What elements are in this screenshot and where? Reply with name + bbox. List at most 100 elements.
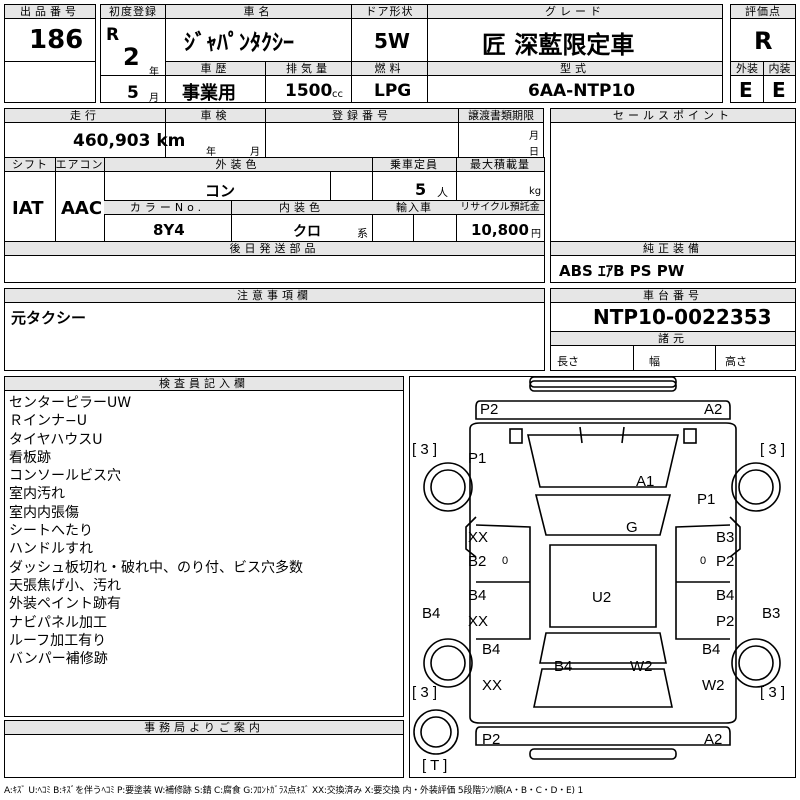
inspector-notes-label: 検査員記入欄	[5, 377, 403, 391]
ac: AAC	[61, 198, 103, 219]
inspector-note: センターピラーUW	[9, 395, 132, 411]
tread-front-left: [ 3 ]	[412, 441, 438, 458]
legend: A:ｷｽﾞ U:ﾍｺﾐ B:ｷｽﾞを伴うﾍｺﾐ P:要塗装 W:補修跡 S:錆 …	[4, 786, 583, 796]
later-parts-cell: 後日発送部品	[4, 241, 545, 283]
later-parts-label: 後日発送部品	[5, 242, 544, 256]
mark-b3-right-1: B3	[716, 529, 735, 546]
inspector-note: ダッシュ板切れ・破れ中、のり付、ビス穴多数	[9, 559, 303, 576]
inspector-note: 看板跡	[9, 449, 51, 466]
mark-zero-2: 0	[700, 555, 707, 567]
inspector-note: 天張焦げ小、汚れ	[9, 577, 121, 594]
inspection-cell: 車検 年 月	[165, 108, 266, 158]
recycle-label: リサイクル預託金	[456, 201, 544, 215]
mark-a1: A1	[636, 473, 655, 490]
history: 事業用	[182, 83, 236, 104]
mark-b4-left-1: B4	[468, 587, 487, 604]
door-type: 5W	[374, 29, 410, 53]
inspector-note: 室内汚れ	[9, 486, 65, 503]
mark-p1-left: P1	[468, 450, 487, 467]
inspector-note: タイヤハウスU	[9, 431, 103, 448]
max-load-label: 最大積載量	[456, 158, 544, 172]
office-notice-cell: 事務局よりご案内	[4, 720, 404, 778]
recycle-unit: 円	[531, 229, 541, 240]
year-unit: 年	[149, 67, 159, 78]
mark-w2-center: W2	[630, 658, 653, 675]
inspector-note: コンソールビス穴	[9, 468, 121, 485]
score: R	[754, 27, 773, 55]
mark-b4-right-2: B4	[702, 641, 721, 658]
mark-b4-center: B4	[554, 658, 573, 675]
score-cell: 評価点 R	[730, 4, 796, 62]
fuel-cell: 燃料 LPG	[351, 61, 428, 103]
mark-a2-top-right: A2	[704, 401, 723, 418]
mileage: 460,903 km	[73, 131, 186, 151]
lot-number-empty	[4, 61, 96, 103]
fuel: LPG	[374, 81, 412, 101]
model-cell: 型式 6AA-NTP10	[427, 61, 723, 103]
grade: 匠 深藍限定車	[482, 31, 635, 59]
displacement-label: 排気量	[266, 62, 351, 76]
displacement-unit: cc	[332, 89, 343, 100]
mark-b3-side-right: B3	[762, 605, 781, 622]
genuine-equipment: ABS ｴｱB PS PW	[559, 262, 685, 280]
transfer-day-unit: 日	[529, 147, 539, 158]
genuine-equipment-cell: 純正装備 ABS ｴｱB PS PW	[550, 241, 796, 283]
history-cell: 車歴 事業用	[165, 61, 266, 104]
inspector-note: ハンドルすれ	[9, 541, 93, 558]
first-registration-label: 初度登録	[101, 5, 165, 19]
mark-g: G	[626, 519, 638, 536]
mark-p1-right: P1	[697, 491, 716, 508]
capacity-unit: 人	[437, 186, 448, 199]
office-notice-label: 事務局よりご案内	[5, 721, 403, 735]
mark-u2: U2	[592, 589, 612, 606]
registration-number-label: 登録番号	[266, 109, 458, 123]
capacity-label: 乗車定員	[372, 158, 456, 172]
mark-p2-top-left: P2	[480, 401, 499, 418]
mark-p2-right-2: P2	[716, 613, 735, 630]
tread-rear-left: [ 3 ]	[412, 684, 438, 701]
recycle-fee: 10,800	[471, 221, 529, 239]
chassis-cell: 車台番号 NTP10-0022353 諸元 長さ 幅 高さ	[550, 288, 796, 371]
inspector-note: ナビパネル加工	[9, 614, 107, 631]
shift: IAT	[12, 198, 44, 219]
first-registration-cell: 初度登録 R 2 年 5 月	[100, 4, 166, 104]
lot-number-cell: 出品番号 186	[4, 4, 96, 62]
exterior-grade-label: 外装	[731, 62, 763, 76]
chassis-label: 車台番号	[551, 289, 795, 303]
inspector-note: ルーフ加工有り	[9, 632, 107, 649]
door-label: ドア形状	[352, 5, 427, 19]
car-diagram-cell: [ 3 ] [ 3 ] [ 3 ] [ 3 ] [ T ] P2 A2 P1 A…	[409, 376, 796, 778]
mark-b4-left-2: B4	[482, 641, 501, 658]
transfer-deadline-label: 譲渡書類期限	[459, 109, 543, 123]
capacity: 5	[415, 180, 427, 199]
exterior-grade: E	[739, 78, 753, 102]
car-diagram	[413, 377, 781, 760]
lot-number-label: 出品番号	[5, 5, 95, 19]
ext-color: コン	[205, 182, 236, 200]
tread-spare: [ T ]	[422, 757, 448, 774]
length-label: 長さ	[557, 355, 579, 368]
lot-number: 186	[29, 25, 84, 55]
mark-zero-1: 0	[502, 555, 509, 567]
sales-points-cell: セールスポイント	[550, 108, 796, 242]
ext-color-label: 外装色	[104, 158, 372, 172]
int-color: クロ	[293, 224, 321, 240]
mark-b4-right-1: B4	[716, 587, 735, 604]
inspector-note: バンパー補修跡	[9, 651, 108, 668]
int-color-label: 内装色	[231, 201, 372, 215]
remarks-label: 注意事項欄	[5, 289, 544, 303]
history-label: 車歴	[166, 62, 265, 76]
ac-label: エアコン	[55, 158, 104, 172]
car-name-cell: 車名 ｼﾞｬﾊﾟﾝﾀｸｼｰ	[165, 4, 352, 62]
import-label: 輸入車	[372, 201, 456, 215]
inspection-label: 車検	[166, 109, 265, 123]
transfer-deadline-cell: 譲渡書類期限 月 日	[458, 108, 544, 158]
score-label: 評価点	[731, 5, 795, 19]
reg-month: 5	[127, 83, 139, 103]
mark-xx-2: XX	[468, 613, 489, 630]
tread-rear-right: [ 3 ]	[760, 684, 786, 701]
exterior-grade-cell: 外装 E	[730, 61, 764, 103]
mileage-cell: 走行 460,903 km	[4, 108, 185, 158]
